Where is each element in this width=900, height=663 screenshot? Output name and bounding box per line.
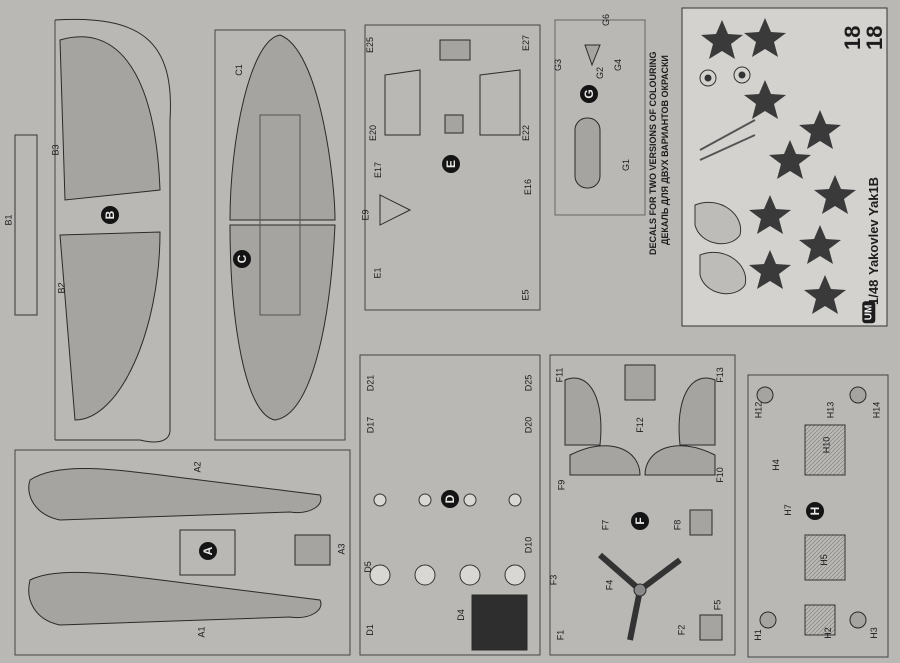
- part-label: B1: [3, 214, 14, 226]
- part-label: F8: [672, 519, 683, 531]
- sprue-c-frame: [214, 29, 346, 441]
- part-label: H7: [782, 504, 793, 516]
- part-label: E5: [520, 289, 531, 301]
- sprue-a-frame: [14, 449, 351, 656]
- part-label: F11: [554, 367, 565, 383]
- sprue-letter-a: A: [199, 542, 217, 560]
- sprue-letter-d: D: [441, 490, 459, 508]
- part-label: E17: [373, 161, 384, 179]
- part-label: D20: [523, 416, 534, 434]
- sprue-letter-e: E: [442, 155, 460, 173]
- part-label: E9: [360, 209, 371, 221]
- part-label: B2: [56, 282, 67, 294]
- sprue-letter-c: C: [233, 250, 251, 268]
- part-label: B3: [50, 144, 61, 156]
- part-label: D17: [365, 416, 376, 434]
- part-label: D4: [455, 609, 466, 621]
- part-label: H5: [818, 554, 829, 566]
- part-label: D1: [364, 624, 375, 636]
- part-label: E1: [372, 267, 383, 279]
- part-label: D5: [362, 561, 373, 573]
- part-label: F7: [600, 519, 611, 531]
- decal-caption-en: DECALS FOR TWO VERSIONS OF COLOURING: [648, 51, 658, 255]
- sprue-h-frame: [747, 374, 889, 658]
- part-label: F4: [604, 579, 615, 591]
- part-label: F3: [548, 574, 559, 586]
- part-label: F12: [634, 417, 645, 433]
- sprue-b-frame: [54, 18, 171, 443]
- sprue-letter-g: G: [580, 85, 598, 103]
- part-label: A3: [336, 543, 347, 555]
- part-label: H13: [825, 401, 836, 419]
- part-label: F9: [556, 479, 567, 491]
- part-label: G3: [553, 58, 564, 72]
- part-label: D25: [523, 374, 534, 392]
- part-label: G6: [601, 13, 612, 27]
- part-label: G2: [595, 66, 606, 80]
- part-label: G4: [613, 58, 624, 72]
- part-label: E20: [368, 124, 379, 142]
- sprue-letter-b: B: [101, 206, 119, 224]
- part-label: H14: [871, 401, 882, 419]
- part-label: F13: [714, 367, 725, 383]
- part-label: E16: [523, 178, 534, 196]
- part-label: A1: [196, 626, 207, 638]
- part-label: G1: [621, 158, 632, 172]
- part-label: D21: [365, 374, 376, 392]
- fuselage-a2: [28, 467, 322, 521]
- sprue-f-frame: [549, 354, 736, 656]
- part-label: E27: [521, 34, 532, 52]
- wing-b2: [59, 231, 161, 421]
- part-label: H3: [868, 627, 879, 639]
- part-label: H4: [770, 459, 781, 471]
- part-label: A2: [192, 461, 203, 473]
- sprue-g-frame: [554, 19, 646, 216]
- part-g1: [574, 117, 601, 189]
- part-label: H12: [753, 401, 764, 419]
- part-label: F2: [676, 624, 687, 636]
- part-label: F10: [714, 467, 725, 483]
- part-label: F5: [712, 599, 723, 611]
- part-label: H2: [822, 627, 833, 639]
- decal-caption-ru: ДЕКАЛЬ ДЛЯ ДВУХ ВАРИАНТОВ ОКРАСКИ: [660, 55, 670, 245]
- part-label: H10: [821, 436, 832, 454]
- part-label: E25: [365, 36, 376, 54]
- sprue-d-frame: [359, 354, 541, 656]
- sprue-letter-h: H: [806, 502, 824, 520]
- decal-stars: [701, 18, 856, 314]
- part-label: F1: [555, 629, 566, 641]
- decal-title: Yakovlev Yak1B: [866, 176, 881, 275]
- sprue-e-frame: [364, 24, 541, 311]
- wing-c1: [229, 34, 336, 221]
- part-label: C1: [233, 64, 244, 76]
- fuselage-a1: [28, 571, 322, 626]
- wing-b3: [59, 36, 161, 201]
- decal-number: 18: [862, 25, 887, 50]
- part-label: H1: [752, 629, 763, 641]
- part-label: D10: [523, 536, 534, 554]
- brand-logo: UM: [862, 301, 876, 324]
- part-d4: [471, 594, 528, 651]
- sprue-letter-f: F: [631, 512, 649, 530]
- part-label: E22: [521, 124, 532, 142]
